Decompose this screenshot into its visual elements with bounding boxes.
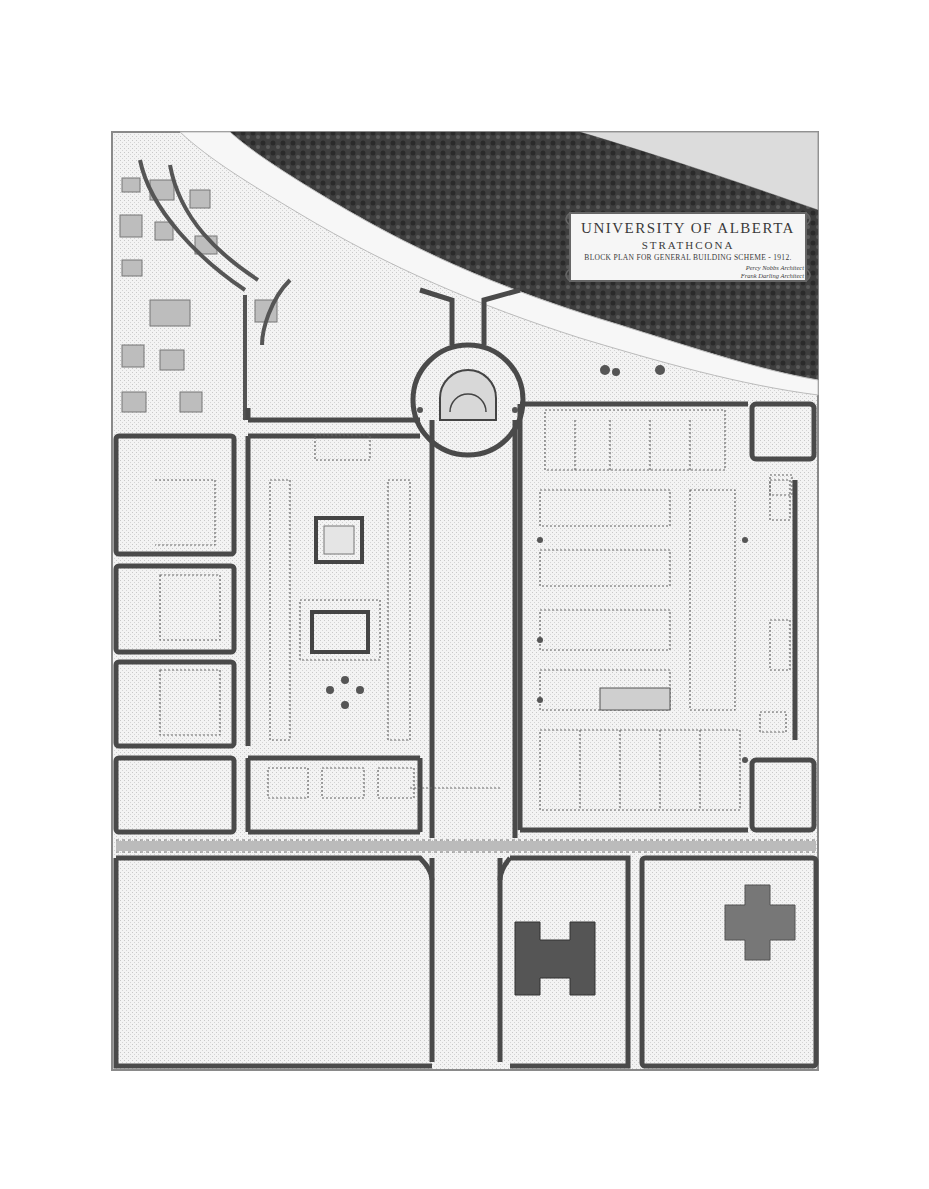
plan-title: UNIVERSITY OF ALBERTA bbox=[574, 220, 802, 237]
architect-note: Frank Darling Architect bbox=[700, 272, 804, 279]
architect-note: Percy Nobbs Architect bbox=[700, 264, 804, 271]
plan-description: BLOCK PLAN FOR GENERAL BUILDING SCHEME -… bbox=[574, 254, 802, 263]
plan-subtitle: STRATHCONA bbox=[574, 239, 802, 252]
